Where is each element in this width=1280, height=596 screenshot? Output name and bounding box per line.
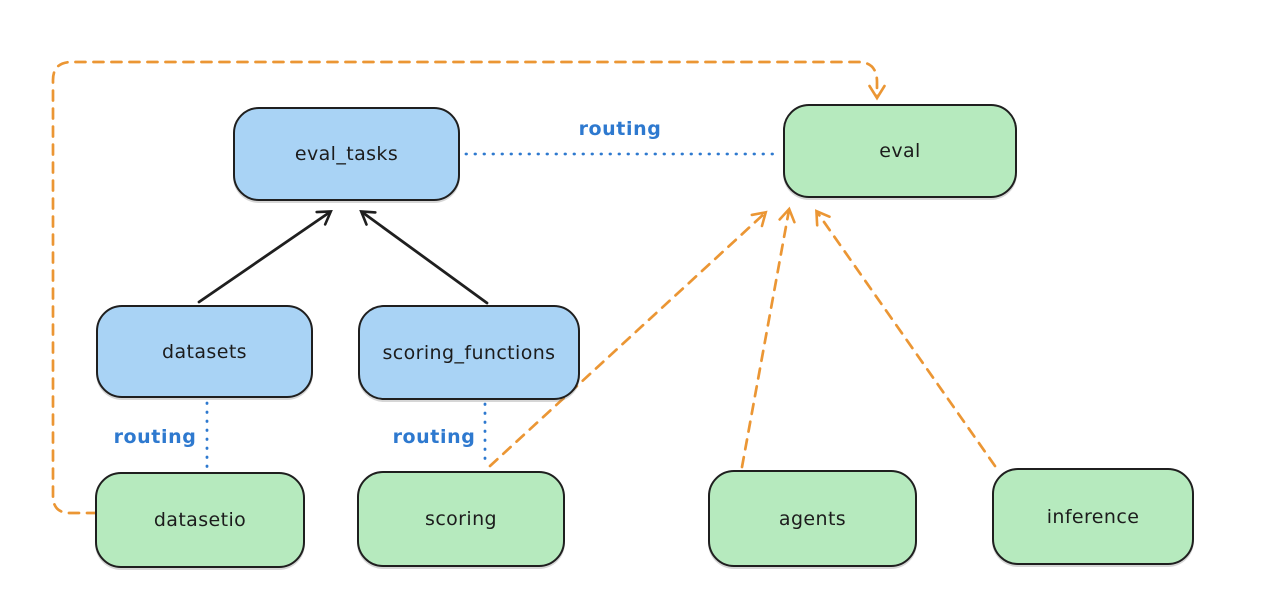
node-agents-label: agents (778, 507, 847, 530)
node-agents: agents (708, 470, 917, 567)
edge-inference-to-eval (815, 209, 997, 468)
edge-label-routing-left: routing (113, 426, 197, 448)
edge-agents-to-eval (740, 206, 796, 469)
node-eval: eval (783, 104, 1017, 198)
edge-label-routing-top: routing (578, 118, 662, 140)
node-scoring-functions: scoring_functions (358, 305, 580, 400)
node-scoring: scoring (357, 471, 565, 567)
node-eval-tasks: eval_tasks (233, 107, 460, 201)
edge-datasetio-to-eval (51, 60, 886, 515)
node-datasets-label: datasets (162, 340, 247, 363)
node-eval-tasks-label: eval_tasks (294, 143, 399, 165)
node-datasets: datasets (96, 305, 313, 398)
edge-datasets-to-eval-tasks (197, 210, 333, 304)
node-eval-label: eval (879, 140, 921, 162)
node-datasetio-label: datasetio (153, 509, 247, 531)
node-datasetio: datasetio (95, 472, 305, 568)
node-scoring-functions-label: scoring_functions (382, 341, 556, 364)
node-scoring-label: scoring (425, 508, 497, 530)
node-inference-label: inference (1046, 505, 1140, 528)
node-inference: inference (992, 468, 1194, 565)
edge-scoring-functions-to-eval-tasks (359, 209, 489, 305)
edge-scoring-to-eval (488, 210, 768, 468)
edge-label-routing-right: routing (392, 426, 476, 448)
